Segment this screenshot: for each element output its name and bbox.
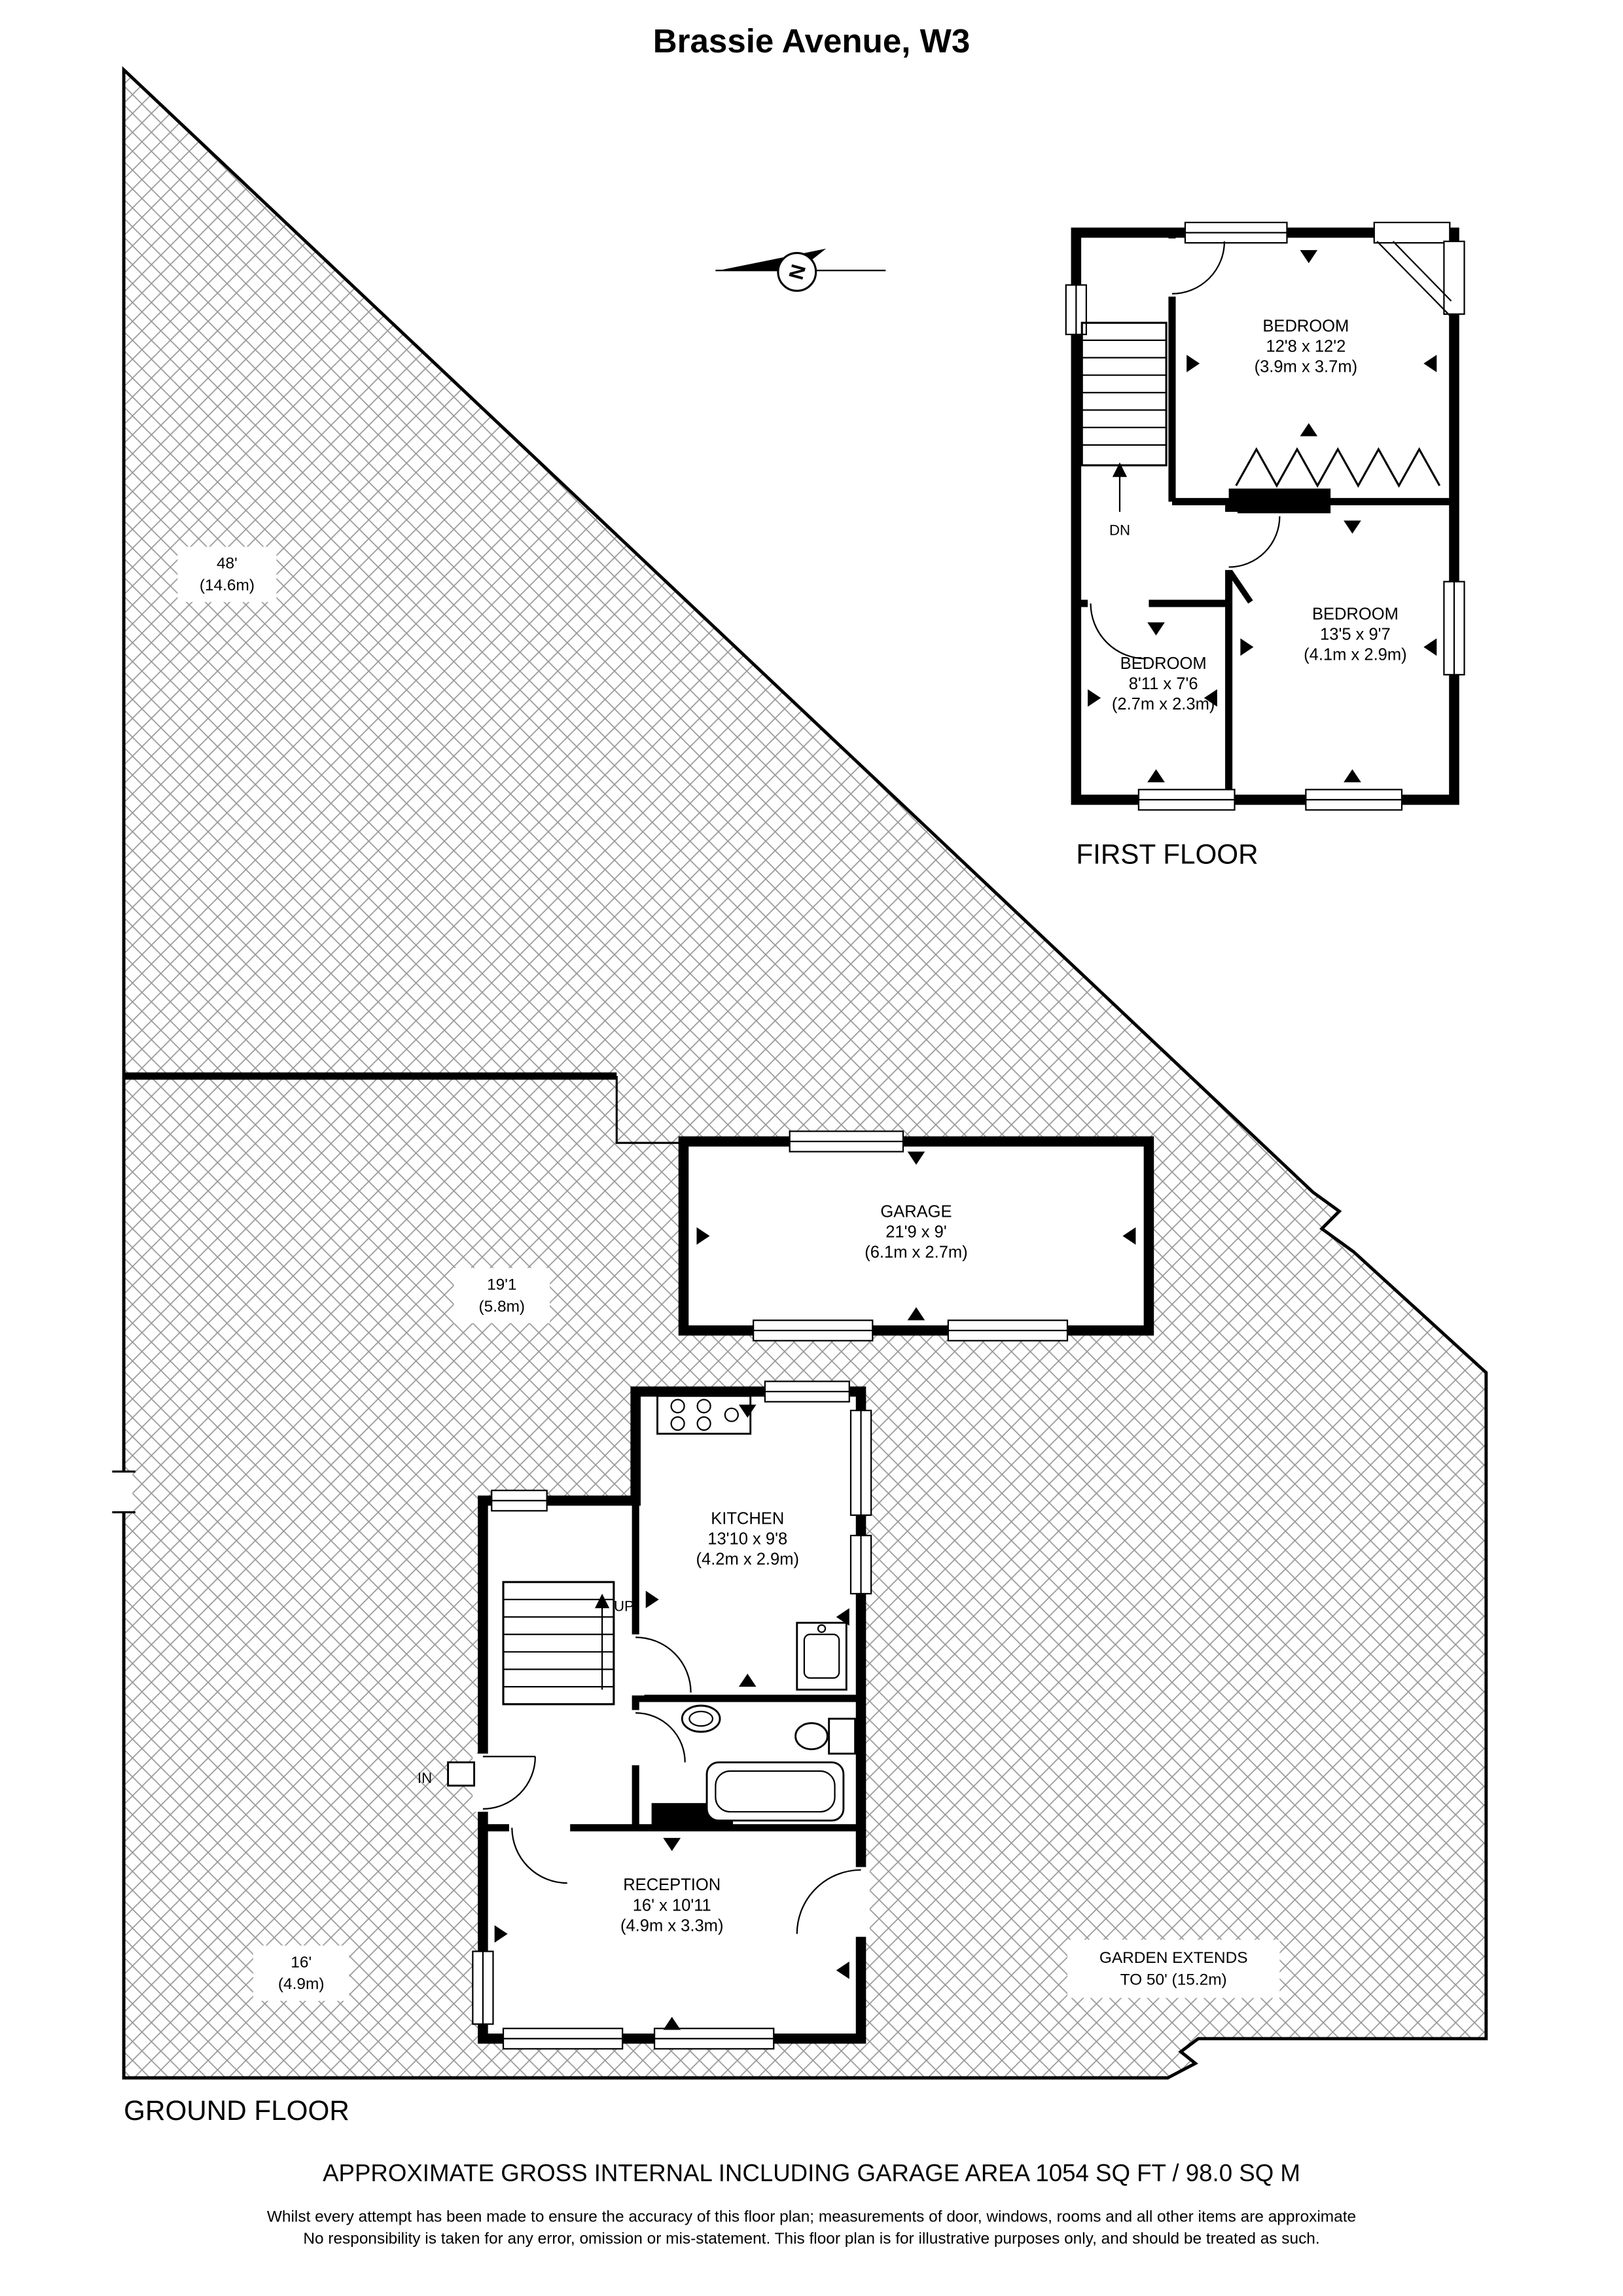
driveway-width-imperial: 19'1 bbox=[487, 1276, 516, 1294]
sink-icon bbox=[796, 1621, 847, 1691]
garage-room: GARAGE 21'9 x 9' (6.1m x 2.7m) bbox=[678, 1130, 1154, 1342]
reception-metric: (4.9m x 3.3m) bbox=[620, 1916, 723, 1935]
disclaimer-line-2: No responsibility is taken for any error… bbox=[303, 2230, 1319, 2248]
stairs-up-label: UP bbox=[614, 1598, 634, 1615]
garden-back-width-imperial: 48' bbox=[217, 555, 238, 573]
bedroom3-window-bottom bbox=[1137, 789, 1236, 811]
garden-back-width-metric: (14.6m) bbox=[200, 577, 255, 594]
compass-north-icon: N bbox=[715, 248, 886, 292]
disclaimer-line-1: Whilst every attempt has been made to en… bbox=[267, 2208, 1356, 2226]
bedroom1-metric: (3.9m x 3.7m) bbox=[1255, 358, 1357, 376]
reception-imperial: 16' x 10'11 bbox=[633, 1896, 711, 1914]
kitchen-name: KITCHEN bbox=[711, 1509, 784, 1528]
garage-imperial: 21'9 x 9' bbox=[885, 1223, 947, 1242]
bedroom2-name: BEDROOM bbox=[1312, 605, 1399, 623]
first-floor-label: FIRST FLOOR bbox=[1076, 839, 1258, 870]
landing-window-left bbox=[1065, 284, 1088, 336]
chimney-breast bbox=[1228, 488, 1331, 514]
reception-window-bottom-1 bbox=[502, 2028, 624, 2050]
ground-floor-label: GROUND FLOOR bbox=[124, 2095, 349, 2126]
garden-fence-step bbox=[615, 1076, 681, 1144]
garden-door bbox=[796, 1867, 870, 1937]
stairs-down-label: DN bbox=[1109, 522, 1130, 539]
first-floor-footprint bbox=[1076, 232, 1454, 800]
bedroom1-imperial: 12'8 x 12'2 bbox=[1266, 338, 1346, 356]
kitchen-window-right-1 bbox=[849, 1409, 872, 1516]
kitchen-window-right-2 bbox=[849, 1534, 872, 1595]
garden-area bbox=[112, 65, 1488, 2080]
bedroom2-window-right bbox=[1443, 581, 1465, 675]
reception-door bbox=[508, 1819, 571, 1884]
hall-window bbox=[491, 1490, 548, 1512]
garage-floor bbox=[683, 1141, 1149, 1331]
stove-icon bbox=[656, 1395, 752, 1435]
bedroom2-imperial: 13'5 x 9'7 bbox=[1320, 626, 1391, 644]
bedroom3-metric: (2.7m x 2.3m) bbox=[1112, 695, 1215, 713]
garden-boundary bbox=[122, 65, 1488, 2080]
bathtub-icon bbox=[705, 1761, 845, 1821]
house-ground-floor: KITCHEN 13'10 x 9'8 (4.2m x 2.9m) RECEPT… bbox=[418, 1380, 872, 2050]
stairs-down bbox=[1080, 321, 1168, 512]
bedroom1-name: BEDROOM bbox=[1262, 317, 1349, 336]
angled-wall bbox=[1226, 568, 1253, 604]
house-footprint bbox=[482, 1391, 861, 2039]
garage-walls bbox=[678, 1136, 1154, 1336]
garden-front-width-imperial: 16' bbox=[291, 1954, 312, 1971]
bedroom3-name: BEDROOM bbox=[1120, 655, 1207, 673]
driveway-width-metric: (5.8m) bbox=[479, 1298, 526, 1316]
bedroom2-window-bottom bbox=[1305, 789, 1403, 811]
entrance-label: IN bbox=[418, 1770, 432, 1786]
garage-window-bottom-right bbox=[947, 1319, 1069, 1342]
reception-window-bottom-2 bbox=[653, 2028, 775, 2050]
entrance-door bbox=[447, 1753, 536, 1812]
toilet-icon bbox=[794, 1717, 857, 1755]
garden-extends-line2: TO 50' (15.2m) bbox=[1120, 1971, 1227, 1989]
bedroom1-window-top bbox=[1184, 221, 1288, 244]
garden-extends-line1: GARDEN EXTENDS bbox=[1099, 1949, 1248, 1967]
garden-front-width-metric: (4.9m) bbox=[278, 1975, 325, 1993]
bedroom2-metric: (4.1m x 2.9m) bbox=[1304, 646, 1406, 664]
garage-name: GARAGE bbox=[880, 1203, 952, 1221]
garage-window-top bbox=[789, 1130, 904, 1153]
bedroom1-corner-window bbox=[1373, 221, 1465, 318]
garden-gate bbox=[112, 1470, 135, 1514]
garage-window-bottom-left bbox=[753, 1319, 874, 1342]
first-floor-plan: BEDROOM 12'8 x 12'2 (3.9m x 3.7m) BEDROO… bbox=[1065, 221, 1465, 811]
kitchen-metric: (4.2m x 2.9m) bbox=[696, 1551, 799, 1569]
garden-dimension-labels: 48' (14.6m) 19'1 (5.8m) 16' (4.9m) GARDE… bbox=[177, 547, 1280, 2001]
bedroom3-imperial: 8'11 x 7'6 bbox=[1129, 675, 1198, 693]
reception-window-left bbox=[472, 1950, 494, 2025]
page-title: Brassie Avenue, W3 bbox=[653, 22, 971, 60]
kitchen-window-top bbox=[764, 1380, 850, 1403]
reception-name: RECEPTION bbox=[623, 1876, 721, 1894]
garage-metric: (6.1m x 2.7m) bbox=[865, 1244, 967, 1262]
bathroom-door bbox=[626, 1710, 686, 1766]
bedroom2-door bbox=[1220, 512, 1281, 570]
bedroom3-door bbox=[1088, 594, 1149, 660]
bedroom1-door bbox=[1163, 238, 1226, 297]
stairs-up bbox=[502, 1581, 615, 1706]
washbasin-icon bbox=[681, 1704, 721, 1733]
kitchen-imperial: 13'10 x 9'8 bbox=[707, 1530, 787, 1548]
entrance-step bbox=[447, 1761, 476, 1787]
kitchen-door bbox=[626, 1634, 692, 1696]
gross-area-text: APPROXIMATE GROSS INTERNAL INCLUDING GAR… bbox=[323, 2159, 1300, 2186]
wardrobe-zigzag bbox=[1235, 447, 1441, 488]
